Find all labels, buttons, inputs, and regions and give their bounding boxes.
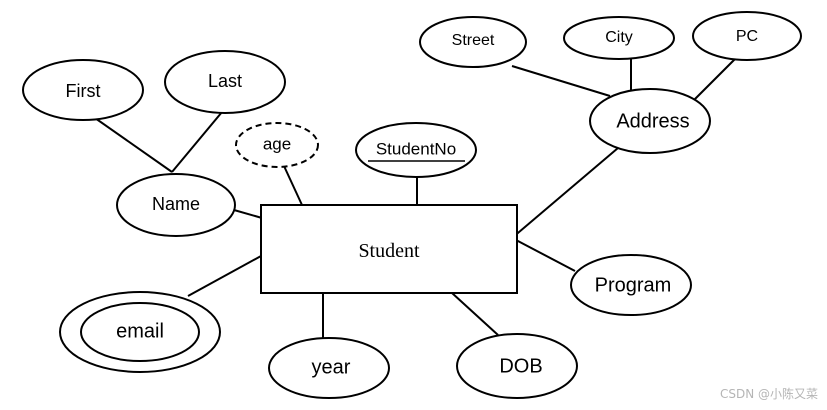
attribute-label: DOB: [499, 355, 542, 377]
derived-attribute-ellipse: [235, 122, 319, 168]
edge-pc-address: [693, 58, 736, 101]
attribute-label: City: [605, 29, 633, 46]
edge-last-name: [171, 111, 223, 173]
attribute-ellipse: [116, 173, 236, 237]
edge-dob-student: [451, 292, 499, 336]
attribute-ellipse: [419, 16, 527, 68]
attribute-label: StudentNo: [376, 139, 456, 158]
edge-program-student: [515, 239, 576, 272]
attribute-last: Last: [164, 50, 286, 114]
attribute-dob: DOB: [456, 333, 578, 399]
attribute-ellipse: [456, 333, 578, 399]
multivalued-inner-ellipse: [80, 302, 200, 362]
attribute-label: year: [312, 356, 351, 378]
attribute-pc: PC: [692, 11, 802, 61]
attribute-age-derived: age: [235, 122, 319, 168]
attribute-label: PC: [736, 28, 758, 45]
attribute-label: age: [263, 134, 291, 153]
key-attribute-ellipse: [355, 122, 477, 178]
entity-box: [260, 204, 518, 294]
attribute-city: City: [563, 16, 675, 60]
attribute-label: Program: [595, 274, 672, 296]
entity-student: Student: [260, 204, 518, 294]
attribute-year: year: [268, 337, 390, 399]
attribute-label: Name: [152, 194, 200, 214]
attribute-studentno-key: StudentNo: [355, 122, 477, 178]
attribute-label: First: [66, 81, 101, 101]
edge-street-address: [511, 65, 611, 97]
edge-email-student: [187, 255, 262, 297]
attribute-ellipse: [589, 88, 711, 154]
attribute-name: Name: [116, 173, 236, 237]
attribute-street: Street: [419, 16, 527, 68]
attribute-ellipse: [164, 50, 286, 114]
attribute-label: Last: [208, 71, 242, 91]
attribute-first: First: [22, 59, 144, 121]
attribute-label: Street: [452, 32, 495, 49]
edge-name-student: [233, 209, 263, 219]
relationship-lines: [94, 56, 736, 339]
attribute-ellipse: [22, 59, 144, 121]
watermark: CSDN @小陈又菜: [720, 386, 818, 401]
attribute-ellipse: [563, 16, 675, 60]
attribute-ellipse: [570, 254, 692, 316]
edge-first-name: [94, 117, 173, 173]
attribute-ellipse: [268, 337, 390, 399]
attribute-ellipse: [692, 11, 802, 61]
attribute-email-multivalued: email: [59, 291, 221, 373]
attribute-label: Address: [616, 110, 689, 132]
attribute-label: email: [116, 320, 164, 342]
attribute-program: Program: [570, 254, 692, 316]
attribute-address: Address: [589, 88, 711, 154]
edge-address-student: [511, 147, 619, 239]
entity-label: Student: [358, 240, 420, 262]
edge-age-student: [283, 165, 303, 206]
